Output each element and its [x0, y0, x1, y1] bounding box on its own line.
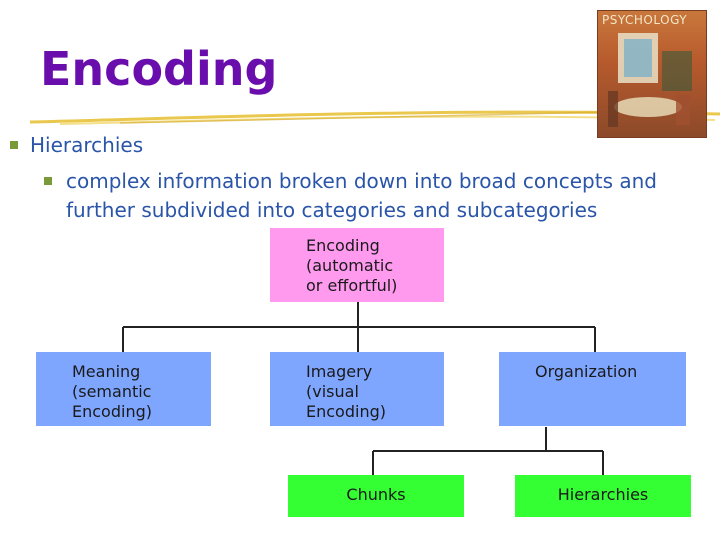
node-imagery-line1: Imagery [306, 362, 373, 381]
node-organization-line1: Organization [535, 362, 638, 381]
node-chunks-line1: Chunks [346, 485, 406, 504]
slide-title: Encoding [40, 42, 278, 96]
node-organization: Organization [499, 352, 686, 426]
node-imagery-line2: (visual [306, 382, 359, 401]
node-hierarchies: Hierarchies [515, 475, 691, 517]
book-cover-title: PSYCHOLOGY [602, 13, 688, 27]
book-cover-art [608, 33, 692, 127]
node-encoding-line3: or effortful) [306, 276, 398, 295]
book-cover-image: PSYCHOLOGY [597, 10, 707, 138]
bullet-hierarchies-text: Hierarchies [30, 133, 144, 157]
sub-bullet-text: complex information broken down into bro… [66, 169, 657, 222]
node-encoding-line2: (automatic [306, 256, 394, 275]
node-chunks: Chunks [288, 475, 464, 517]
node-meaning: Meaning (semantic Encoding) [36, 352, 211, 426]
node-encoding-root: Encoding (automatic or effortful) [270, 228, 444, 302]
bullet-square-icon [10, 140, 18, 149]
node-hierarchies-line1: Hierarchies [557, 485, 649, 504]
node-imagery-line3: Encoding) [306, 402, 386, 421]
node-meaning-line3: Encoding) [72, 402, 152, 421]
bullet-hierarchies: Hierarchies [10, 133, 143, 157]
node-encoding-line1: Encoding [306, 236, 380, 255]
sub-bullet: complex information broken down into bro… [44, 167, 704, 225]
node-meaning-line2: (semantic [72, 382, 152, 401]
node-imagery: Imagery (visual Encoding) [270, 352, 444, 426]
bullet-square-icon [44, 177, 52, 185]
node-meaning-line1: Meaning [72, 362, 141, 381]
